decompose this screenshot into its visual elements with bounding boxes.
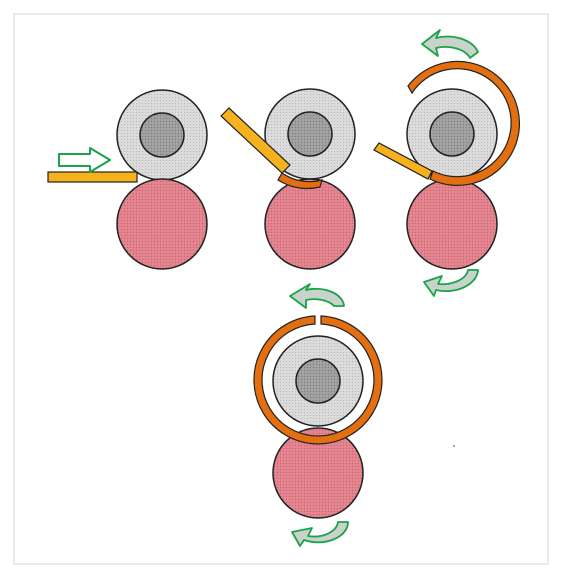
stage-4-lower-roller xyxy=(272,427,364,519)
clockwise-rotation-arrow-icon xyxy=(423,269,479,297)
counterclockwise-rotation-arrow-icon xyxy=(289,283,345,309)
counterclockwise-rotation-arrow-icon xyxy=(421,29,479,59)
stage-3-upper-roller-core xyxy=(429,111,475,157)
stage-4-closed-ring xyxy=(253,315,383,445)
stage-2-angled-strip xyxy=(220,107,291,174)
stage-2-bent-strip xyxy=(277,172,323,190)
stray-dot xyxy=(453,445,455,447)
stage-2-initial-bend xyxy=(220,88,356,270)
stage-4-upper-roller-core xyxy=(295,358,341,404)
page-border xyxy=(13,13,549,565)
stage-2-upper-roller-core xyxy=(287,111,333,157)
clockwise-rotation-arrow-icon xyxy=(291,521,349,547)
stage-3-lower-roller xyxy=(406,178,498,270)
stage-1-upper-roller-core xyxy=(139,112,185,158)
stage-1-lower-roller xyxy=(116,178,208,270)
stage-1-feed xyxy=(47,89,208,270)
stage-3-angled-strip xyxy=(373,142,433,180)
stage-3-wrapping xyxy=(373,29,521,297)
stage-4-full-ring xyxy=(253,283,383,547)
feed-direction-arrow-icon xyxy=(58,147,111,173)
stage-3-wrapped-strip xyxy=(407,60,521,186)
stage-1-flat-strip xyxy=(47,171,138,183)
stage-2-lower-roller xyxy=(264,178,356,270)
